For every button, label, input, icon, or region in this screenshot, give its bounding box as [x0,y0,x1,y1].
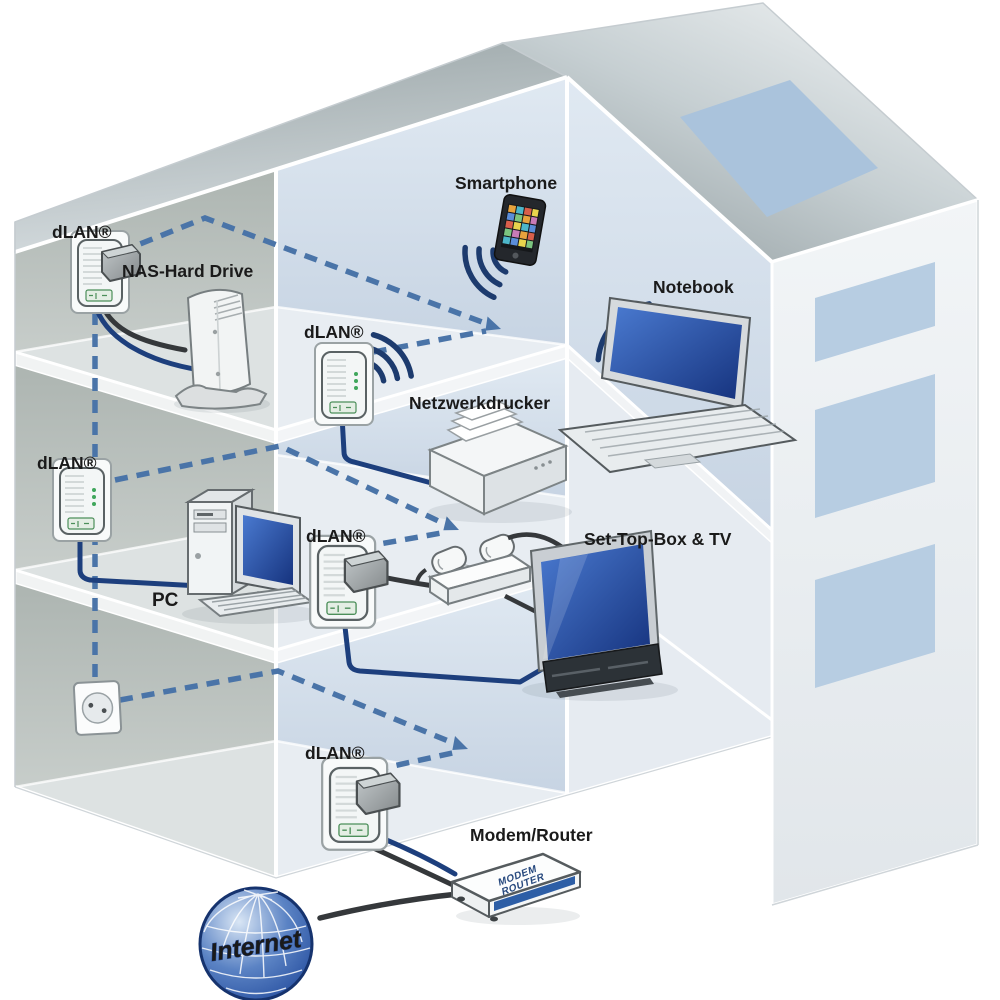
label-set-top-box: Set-Top-Box & TV [584,529,732,549]
label-notebook: Notebook [653,277,734,297]
powerline-arrowheads [443,316,501,751]
smartphone-app-grid [502,204,539,249]
cables [77,297,559,921]
notebook-device [557,296,798,474]
label-dlan-tv: dLAN® [306,526,366,546]
window-2 [815,374,935,518]
dlan-adapter-tv [310,536,387,628]
network-printer-device [427,399,569,580]
cable-adapter-tv-ethernet [341,615,559,685]
pc-device [184,488,315,618]
label-pc: PC [152,590,179,611]
cable-adapter-printer [339,413,453,491]
label-dlan-pc: dLAN® [37,453,97,473]
label-dlan-attic: dLAN® [52,222,112,242]
room-wall-modem [276,579,567,793]
set-top-box-tv-device [529,529,663,698]
dlan-adapter-modem [322,758,399,850]
powerline-route-upper-branch [339,529,448,554]
label-dlan-printer: dLAN® [304,322,364,342]
internet-globe: Internet [198,886,314,1000]
label-dlan-modem: dLAN® [305,743,365,763]
nas-hard-drive [174,288,268,410]
smartphone-home-button [512,252,519,259]
label-modem-router: Modem/Router [470,825,593,845]
tv-screen [541,544,650,660]
label-nas: NAS-Hard Drive [122,261,254,281]
powerline-route-ground [119,668,460,748]
cable-adapter-pc [77,529,203,589]
labels: dLAN® NAS-Hard Drive Smartphone Notebook… [37,173,734,845]
wifi-arcs-smartphone [462,244,509,301]
skylight-window [680,80,878,217]
cable-adapter-nas-ethernet [92,301,203,373]
modem-front-stripe [494,876,575,911]
label-printer: Netzwerkdrucker [409,393,550,413]
tv-soundbar-set-top-box [542,643,663,693]
window-3 [815,544,935,688]
smartphone-device [493,194,547,266]
arrowhead-ground [452,735,468,751]
cable-modem-internet [317,891,461,921]
power-strip [414,532,579,635]
arrowhead-attic [485,316,501,331]
globe-graticule [201,889,311,995]
pc-monitor-screen [243,515,293,585]
powerline-route-ground-branch [374,749,458,773]
power-outlet [72,680,123,736]
powerline-route-upper [114,443,451,529]
window-1 [815,262,935,362]
notebook-screen [610,307,742,399]
room-floor-ground-left [15,741,276,878]
powerline-route-attic [118,215,491,328]
label-smartphone: Smartphone [455,173,557,193]
printer-paper-stack [446,399,524,442]
modem-router-device: MODEM ROUTER [450,852,582,922]
dlan-adapter-printer [314,342,374,426]
room-wall-outlet [15,584,276,787]
arrowhead-upper [443,516,459,531]
